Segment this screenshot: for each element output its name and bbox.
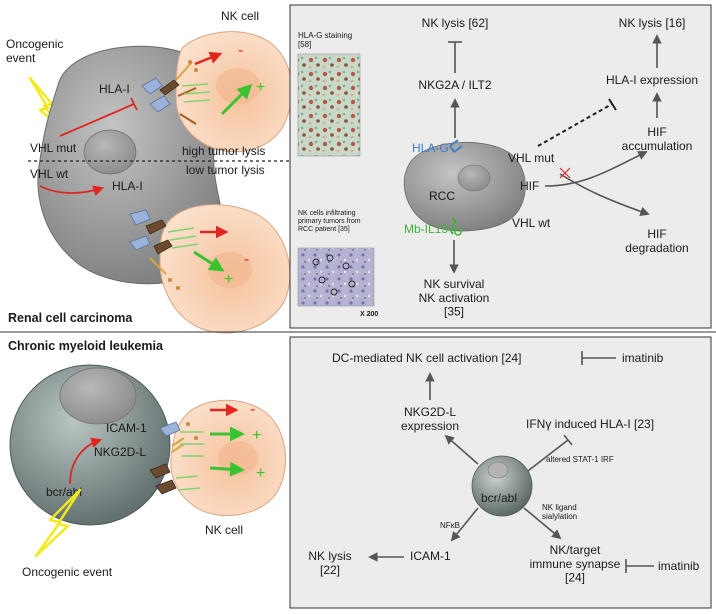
minus-sign-bottom: - <box>244 251 249 268</box>
bcr-abl-to-ifng-inhibition <box>523 439 569 475</box>
receptor-cluster-bottom <box>129 209 199 290</box>
hla-i-expression-label: HLA-I expression <box>606 73 698 87</box>
cml-green-arrow-2 <box>209 461 245 477</box>
imatinib-bottom-label: imatinib <box>658 559 700 573</box>
magnification-label: X 200 <box>360 311 378 318</box>
nkg2a-ilt2-label: NKG2A / ILT2 <box>418 78 491 92</box>
hif-curve-down <box>559 173 650 216</box>
vhl-wt-panel-label: VHL wt <box>512 216 551 230</box>
red-arrow-top <box>194 51 223 66</box>
nk-lysis-22-label: NK lysis[22] <box>308 549 351 577</box>
vhl-mut-inhibition <box>59 103 135 137</box>
nk-lysis-16-label: NK lysis [16] <box>619 16 686 30</box>
vhl-wt-activation <box>39 185 105 196</box>
plus-sign-top: + <box>256 79 265 96</box>
dc-mediated-label: DC-mediated NK cell activation [24] <box>332 351 521 365</box>
bcr-abl-to-nkg2dl-arrow <box>444 434 479 465</box>
rcc-nucleus <box>83 129 137 175</box>
vhl-cross-icon <box>559 167 571 179</box>
dashed-inhibition-line <box>537 103 613 147</box>
vhl-wt-label: VHL wt <box>30 167 69 181</box>
hla-g-label: HLA-G <box>412 141 449 155</box>
nfkb-label: NFκB <box>440 521 460 530</box>
plus-sign-bottom: + <box>224 271 233 288</box>
hif-label: HIF <box>520 179 539 193</box>
receptor-cluster-top <box>141 60 211 125</box>
bcr-abl-activation-arrow <box>69 437 103 485</box>
mb-il15-label: Mb-IL15 <box>404 222 448 236</box>
icam1-left-label: ICAM-1 <box>106 421 147 435</box>
low-tumor-lysis-label: low tumor lysis <box>186 163 265 177</box>
hif-curve-up <box>544 151 648 187</box>
bcr-abl-panel-label: bcr/abl <box>481 491 517 505</box>
minus-sign-top: - <box>238 42 243 59</box>
hla-g-staining-label: HLA-G staining[58] <box>298 31 352 49</box>
cml-mechanism-panel: DC-mediated NK cell activation [24] imat… <box>289 336 712 609</box>
rcc-section-title: Renal cell carcinoma <box>8 311 133 325</box>
rcc-label: RCC <box>429 189 455 203</box>
nk-lysis-62-label: NK lysis [62] <box>422 16 489 30</box>
imatinib-top-label: imatinib <box>622 351 664 365</box>
bcr-abl-cell <box>471 455 533 517</box>
nk-infiltrating-markers <box>312 254 356 296</box>
nkg2dl-left-label: NKG2D-L <box>94 445 146 459</box>
bcr-abl-nucleus <box>487 461 509 479</box>
hla-i-top-label: HLA-I <box>99 82 130 96</box>
nk-infiltrating-image <box>297 247 375 307</box>
rcc-small-nucleus <box>457 164 491 192</box>
hla-g-staining-image <box>297 53 361 157</box>
cml-minus-sign: - <box>250 401 255 418</box>
cml-receptor-cluster <box>149 421 204 495</box>
high-tumor-lysis-label: high tumor lysis <box>182 144 265 158</box>
green-arrow-bottom <box>193 250 225 272</box>
cml-plus-sign-1: + <box>252 427 261 444</box>
cml-section-title: Chronic myeloid leukemia <box>8 339 164 353</box>
cml-illustration: Chronic myeloid leukemia NK cell - + + I… <box>8 339 286 579</box>
cml-nucleus <box>59 367 137 425</box>
vhl-mut-label: VHL mut <box>30 141 77 155</box>
cml-oncogenic-event-label: Oncogenic event <box>22 565 113 579</box>
bcr-abl-to-synapse-arrow <box>523 507 562 540</box>
hla-g-receptor-icon <box>449 139 463 153</box>
icam1-panel-label: ICAM-1 <box>410 549 451 563</box>
nk-cell-label-top: NK cell <box>221 9 259 23</box>
mb-il15-receptor-icon <box>450 217 456 235</box>
rcc-mechanism-panel: HLA-G staining[58] NK cells infiltrating… <box>289 4 712 329</box>
nk-nucleus-cml <box>218 441 258 475</box>
cml-lightning-bolt-icon <box>34 488 82 558</box>
hla-i-bottom-label: HLA-I <box>112 179 143 193</box>
ifng-label: IFNγ induced HLA-I [23] <box>526 417 654 431</box>
cml-plus-sign-2: + <box>256 465 265 482</box>
green-arrow-top <box>220 83 253 116</box>
nk-cell-cml-label: NK cell <box>205 523 243 537</box>
bcr-abl-to-icam1-arrow <box>450 507 479 542</box>
altered-stat-label: altered STAT-1 IRF <box>546 455 614 464</box>
vhl-mut-panel-label: VHL mut <box>508 151 555 165</box>
